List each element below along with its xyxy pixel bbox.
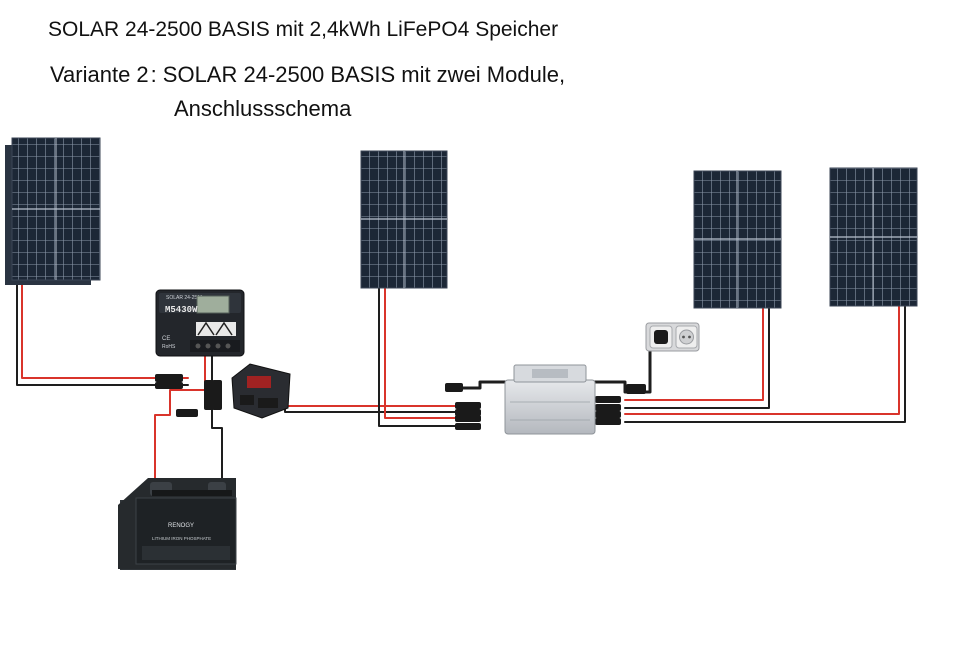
connector [455,415,481,422]
microinverter-icon [504,364,596,435]
battery-brand: RENOGY [168,523,194,529]
connector [595,418,621,425]
solar-panel-4 [829,167,918,307]
battery-icon: RENOGY LITHIUM IRON PHOSPHATE [118,478,237,570]
mc4-connectors [155,374,646,430]
dc-converter-icon [231,363,291,419]
variant-text: SOLAR 24-2500 BASIS mit zwei Module, [162,62,566,87]
variant-subtitle: Anschlussschema [174,96,352,121]
connector [595,396,621,403]
variant-line: Variante 2:SOLAR 24-2500 BASIS mit zwei … [50,62,565,88]
battery-label: LITHIUM IRON PHOSPHATE [152,536,211,541]
cable-converter-red [284,399,459,407]
cable-ac-right [583,348,662,394]
variant-colon: : [150,62,157,87]
cable-panel1-red [21,279,189,379]
connector [455,402,481,409]
cables [16,279,906,486]
controller-rohs: RoHS [162,344,176,350]
cable-panel2-red [384,287,459,419]
cable-ac-left [453,380,507,390]
cable-panel3-red [624,307,764,401]
connector [204,380,214,410]
connector [155,382,183,389]
connector [212,380,222,410]
controller-screen [196,295,230,314]
solar-panel-2 [360,150,448,289]
cable-panel2-black [378,287,459,427]
connector [626,384,646,394]
wall-socket-icon [645,322,700,352]
solar-panel-1-stack [5,137,101,285]
connector [445,383,463,392]
controller-brand: SOLAR 24-2500 [166,295,203,301]
page-title: SOLAR 24-2500 BASIS mit 2,4kWh LiFePO4 S… [48,18,559,41]
variant-label: Variante 2 [50,62,149,87]
cable-panel4-black [624,305,906,423]
controller-display: M5430W [165,305,198,315]
connector [176,409,198,417]
cable-panel3-black [624,307,770,409]
charge-controller-icon: SOLAR 24-2500 M5430W CE RoHS [155,289,245,357]
plug [654,330,668,344]
controller-ce: CE [162,336,170,342]
connector [455,409,481,416]
cable-panel1-black [16,279,189,386]
solar-panel-3 [693,170,782,309]
connector [595,411,621,418]
connector [155,374,183,382]
cable-controller-black [211,354,223,486]
connector [595,404,621,411]
connector [455,423,481,430]
cable-panel4-red [624,305,900,415]
